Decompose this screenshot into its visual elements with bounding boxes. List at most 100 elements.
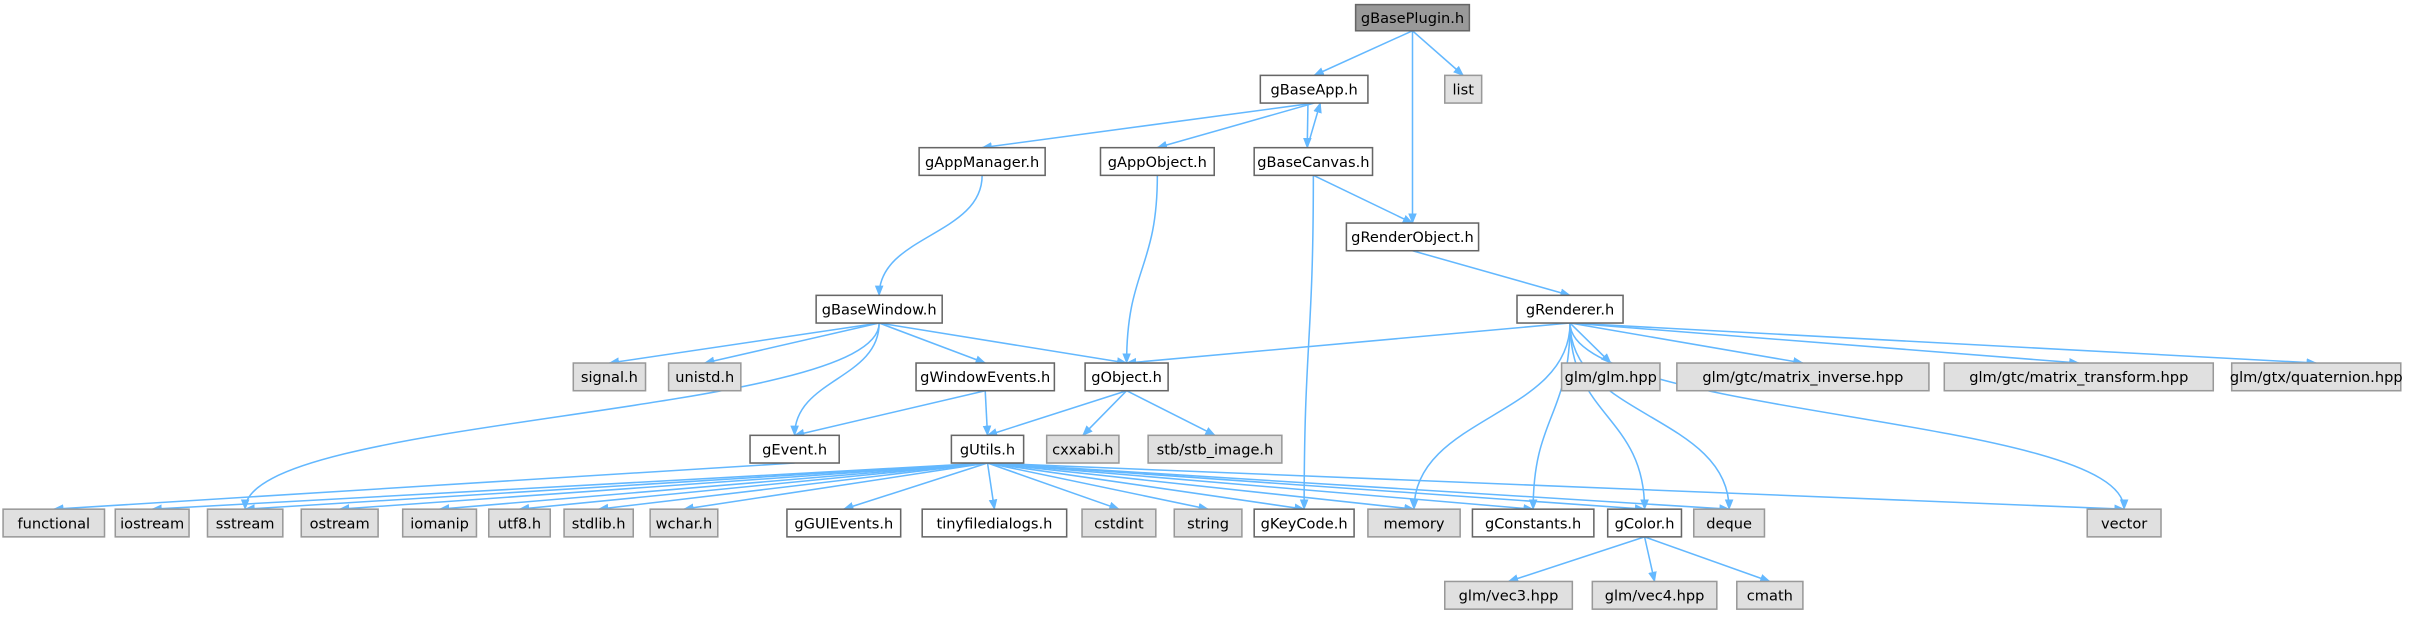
edge-gObject-to-stbimage: [1126, 390, 1216, 437]
node-gRenderer[interactable]: gRenderer.h: [1516, 294, 1624, 324]
node-vec4: glm/vec4.hpp: [1591, 580, 1718, 610]
node-box: [1444, 580, 1574, 610]
node-label: utf8.h: [498, 515, 541, 532]
edge-gUtils-to-stdlib: [597, 462, 988, 513]
node-label: gRenderer.h: [1526, 301, 1614, 318]
edge-gBaseApp-to-gAppObject: [1156, 102, 1315, 150]
edge-gRenderer-to-deque: [1569, 323, 1734, 511]
node-box: [206, 508, 284, 538]
edge-gBaseCanvas-to-gRenderObject: [1313, 174, 1414, 224]
node-label: deque: [1706, 515, 1752, 532]
node-cstdint: cstdint: [1081, 508, 1157, 538]
node-label: gObject.h: [1091, 369, 1162, 386]
node-gObject[interactable]: gObject.h: [1084, 362, 1169, 392]
edge-gBaseCanvas-to-gBaseApp: [1306, 102, 1322, 148]
edge-gObject-to-gUtils: [986, 389, 1127, 437]
node-label: gConstants.h: [1485, 515, 1581, 532]
node-gGUIEvents[interactable]: gGUIEvents.h: [786, 508, 902, 538]
node-label: glm/gtc/matrix_transform.hpp: [1969, 369, 2188, 386]
node-box: [815, 294, 943, 324]
node-label: cxxabi.h: [1052, 441, 1113, 458]
node-gWindowEvents[interactable]: gWindowEvents.h: [915, 362, 1056, 392]
node-gEvent[interactable]: gEvent.h: [749, 434, 840, 464]
node-quat: glm/gtx/quaternion.hpp: [2230, 362, 2403, 392]
node-box: [563, 508, 635, 538]
edge-gRenderer-to-glm: [1569, 322, 1612, 364]
node-box: [1081, 508, 1157, 538]
node-vec3: glm/vec3.hpp: [1444, 580, 1574, 610]
node-box: [918, 146, 1046, 177]
node-wchar: wchar.h: [649, 508, 719, 538]
node-label: gAppObject.h: [1108, 154, 1207, 171]
node-label: cstdint: [1094, 515, 1144, 532]
node-gUtils[interactable]: gUtils.h: [950, 434, 1025, 464]
edge-gUtils-to-gKeyCode: [987, 462, 1306, 513]
edge-gColor-to-vec3: [1507, 536, 1645, 583]
edge-gColor-to-cmath: [1644, 536, 1771, 583]
node-label: vector: [2101, 515, 2147, 532]
edge-gColor-to-vec4: [1643, 536, 1657, 583]
node-box: [786, 508, 902, 538]
edge-gUtils-to-cstdint: [987, 462, 1120, 511]
node-sstream: sstream: [206, 508, 284, 538]
node-label: sstream: [216, 515, 275, 532]
edge-gUtils-to-memory: [987, 462, 1416, 513]
edge-gBaseWindow-to-gWindowEvents: [878, 322, 987, 364]
node-stbimage: stb/stb_image.h: [1147, 434, 1283, 464]
edge-gBasePlugin-to-gBaseApp: [1313, 30, 1413, 77]
node-label: functional: [17, 515, 90, 532]
node-gKeyCode[interactable]: gKeyCode.h: [1253, 508, 1355, 538]
edge-gUtils-to-gGUIEvents: [842, 462, 988, 511]
node-gBaseCanvas[interactable]: gBaseCanvas.h: [1253, 146, 1374, 177]
node-gConstants[interactable]: gConstants.h: [1471, 508, 1595, 538]
node-label: unistd.h: [675, 369, 734, 386]
node-box: [749, 434, 840, 464]
node-box: [1444, 74, 1483, 104]
node-gAppManager[interactable]: gAppManager.h: [918, 146, 1046, 177]
node-deque: deque: [1692, 508, 1766, 538]
node-gBasePlugin[interactable]: gBasePlugin.h: [1354, 3, 1471, 32]
node-label: glm/gtx/quaternion.hpp: [2230, 369, 2403, 386]
node-gAppObject[interactable]: gAppObject.h: [1099, 146, 1215, 177]
edge-gRenderer-to-quat: [1569, 322, 2318, 367]
node-tinyfd[interactable]: tinyfiledialogs.h: [921, 508, 1068, 538]
node-memory: memory: [1367, 508, 1461, 538]
edge-gRenderer-to-gConstants: [1528, 323, 1571, 511]
node-label: gGUIEvents.h: [794, 515, 893, 532]
node-label: wchar.h: [656, 515, 713, 532]
node-box: [1736, 580, 1804, 610]
node-cxxabi: cxxabi.h: [1045, 434, 1120, 464]
edge-gUtils-to-deque: [987, 462, 1731, 513]
edge-gRenderer-to-gObject: [1125, 322, 1571, 367]
edge-gUtils-to-tinyfd: [986, 462, 998, 511]
node-label: iostream: [120, 515, 184, 532]
node-label: iomanip: [410, 515, 469, 532]
node-glm: glm/glm.hpp: [1560, 362, 1661, 392]
edge-gEvent-to-functional: [52, 462, 795, 513]
edge-gBasePlugin-to-list: [1411, 30, 1465, 77]
edge-gRenderer-to-vector: [1569, 323, 2129, 511]
node-gRenderObject[interactable]: gRenderObject.h: [1345, 222, 1480, 252]
node-gBaseWindow[interactable]: gBaseWindow.h: [815, 294, 943, 324]
node-box: [1606, 508, 1683, 538]
edges-layer: [52, 30, 2318, 583]
edge-gRenderer-to-matinv: [1569, 322, 1804, 366]
edge-gAppObject-to-gObject: [1122, 175, 1159, 365]
node-box: [921, 508, 1068, 538]
node-gBaseApp[interactable]: gBaseApp.h: [1259, 74, 1369, 104]
node-gColor[interactable]: gColor.h: [1606, 508, 1683, 538]
edge-gUtils-to-iomanip: [438, 462, 988, 513]
node-label: gColor.h: [1615, 515, 1675, 532]
node-box: [1943, 362, 2215, 392]
node-box: [1354, 3, 1471, 32]
node-matinv: glm/gtc/matrix_inverse.hpp: [1676, 362, 1930, 392]
node-box: [1367, 508, 1461, 538]
node-box: [1099, 146, 1215, 177]
node-label: glm/vec4.hpp: [1605, 588, 1705, 605]
edge-gUtils-to-iostream: [151, 462, 988, 513]
node-label: tinyfiledialogs.h: [937, 515, 1053, 532]
node-functional: functional: [2, 508, 106, 538]
node-box: [401, 508, 478, 538]
node-box: [1253, 146, 1374, 177]
